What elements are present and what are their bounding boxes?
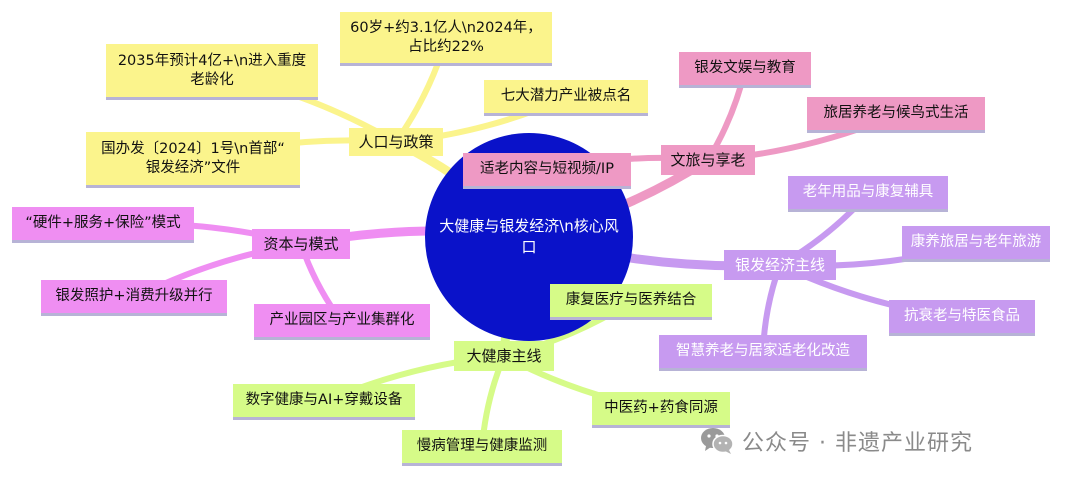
watermark: 公众号 · 非遗产业研究: [700, 424, 973, 458]
leaf-care-consumption[interactable]: 银发照护+消费升级并行: [41, 280, 227, 316]
leaf-migratory-living[interactable]: 旅居养老与候鸟式生活: [807, 97, 985, 133]
branch-capital-models[interactable]: 资本与模式: [252, 229, 350, 259]
leaf-industrial-parks[interactable]: 产业园区与产业集群化: [254, 304, 430, 340]
leaf-smart-elderly-care[interactable]: 智慧养老与居家适老化改造: [659, 335, 867, 371]
leaf-elderly-products[interactable]: 老年用品与康复辅具: [788, 176, 948, 212]
leaf-digital-health-ai[interactable]: 数字健康与AI+穿戴设备: [233, 384, 415, 420]
leaf-seven-industries[interactable]: 七大潜力产业被点名: [484, 80, 648, 116]
leaf-hardware-service-insurance[interactable]: “硬件+服务+保险”模式: [12, 207, 194, 243]
branch-population-policy[interactable]: 人口与政策: [349, 128, 443, 156]
leaf-chronic-disease[interactable]: 慢病管理与健康监测: [402, 430, 562, 466]
branch-silver-economy[interactable]: 银发经济主线: [724, 250, 836, 280]
leaf-wellness-travel[interactable]: 康养旅居与老年旅游: [902, 226, 1050, 262]
branch-culture-tourism[interactable]: 文旅与享老: [661, 145, 755, 175]
branch-big-health[interactable]: 大健康主线: [454, 341, 554, 371]
leaf-population-60plus[interactable]: 60岁+约3.1亿人\n2024年， 占比约22%: [340, 12, 552, 66]
leaf-tcm-food[interactable]: 中医药+药食同源: [592, 392, 730, 428]
leaf-senior-content-ip[interactable]: 适老内容与短视频/IP: [463, 153, 631, 189]
wechat-icon: [701, 428, 734, 454]
leaf-anti-aging-food[interactable]: 抗衰老与特医食品: [889, 300, 1035, 336]
leaf-rehab-medical[interactable]: 康复医疗与医养结合: [550, 284, 712, 320]
watermark-text: 公众号 · 非遗产业研究: [742, 431, 973, 456]
leaf-policy-document[interactable]: 国办发〔2024〕1号\n首部“ 银发经济”文件: [86, 132, 300, 188]
leaf-population-2035[interactable]: 2035年预计4亿+\n进入重度 老龄化: [106, 44, 318, 100]
leaf-silver-entertainment[interactable]: 银发文娱与教育: [679, 52, 811, 88]
